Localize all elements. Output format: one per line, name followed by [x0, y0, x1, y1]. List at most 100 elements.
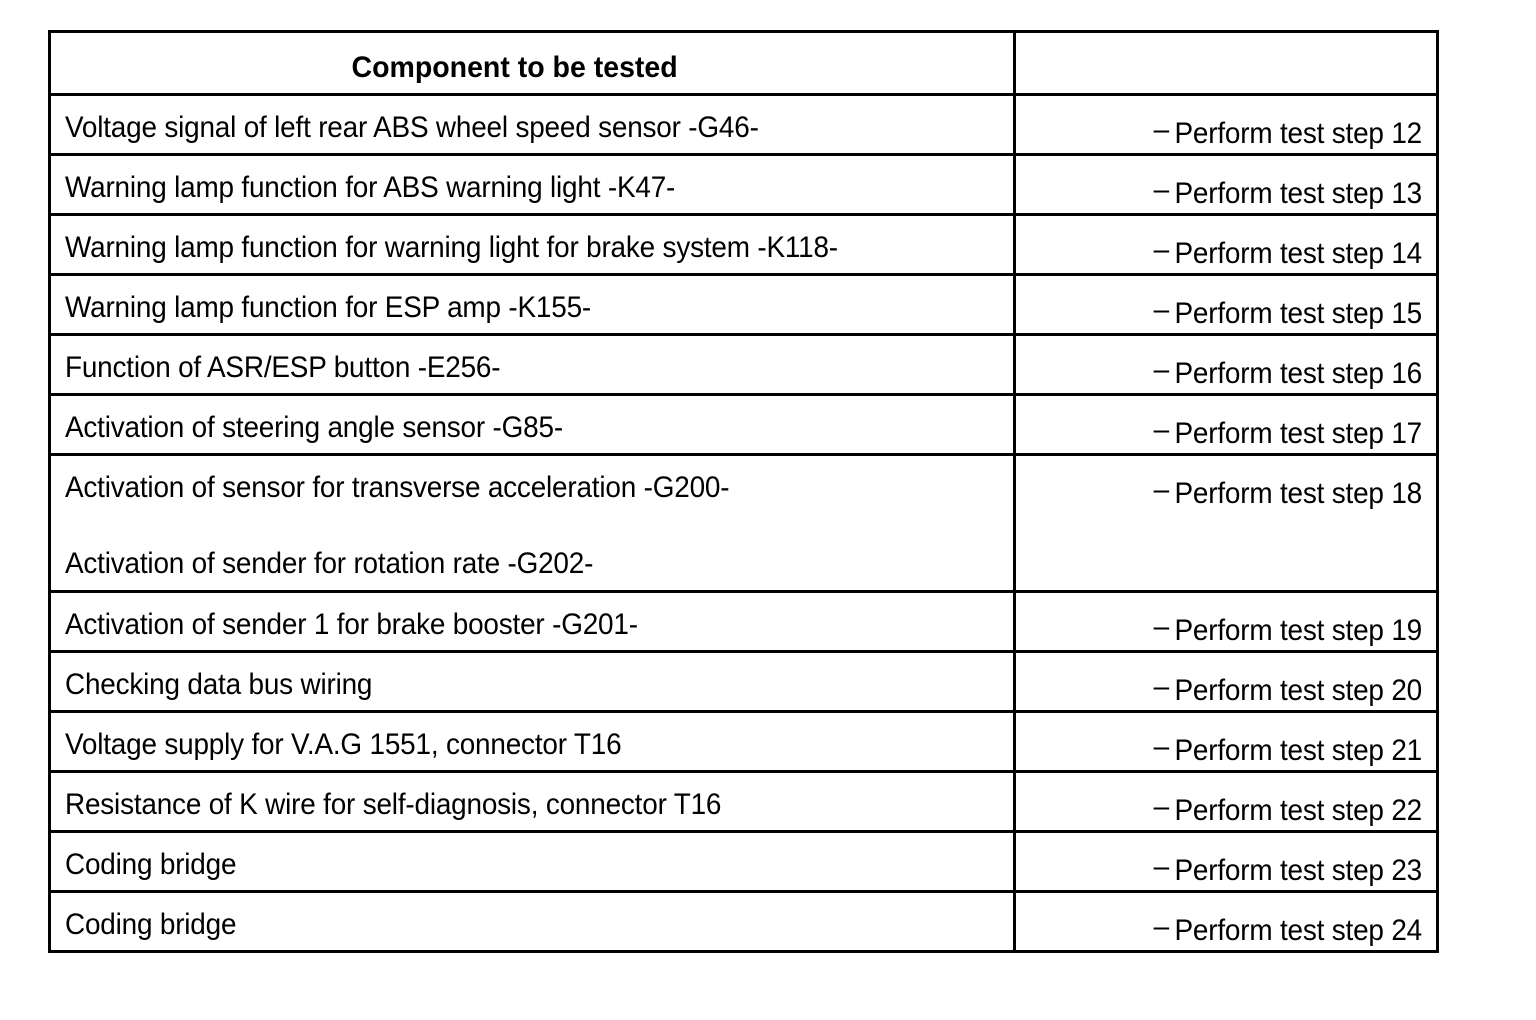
table-row: Warning lamp function for warning light … — [48, 213, 1439, 276]
component-cell-content: Resistance of K wire for self-diagnosis,… — [51, 773, 1013, 820]
cell-component: Voltage supply for V.A.G 1551, connector… — [48, 710, 1016, 773]
cell-component: Coding bridge — [48, 830, 1016, 893]
action-cell-content: –Perform test step 16 — [1016, 336, 1436, 389]
dash-bullet-icon: – — [1153, 910, 1170, 943]
component-text: Activation of sensor for transverse acce… — [65, 471, 730, 504]
header-label-action — [1016, 33, 1415, 53]
component-cell-content: Coding bridge — [51, 833, 1013, 880]
cell-component: Warning lamp function for ABS warning li… — [48, 153, 1016, 216]
dash-bullet-icon: – — [1153, 670, 1170, 703]
component-text: Activation of sender 1 for brake booster… — [65, 608, 638, 641]
cell-action: –Perform test step 13 — [1013, 153, 1439, 216]
component-text: Checking data bus wiring — [65, 668, 373, 701]
cell-component: Voltage signal of left rear ABS wheel sp… — [48, 93, 1016, 156]
action-text-wrapper: –Perform test step 12 — [1044, 113, 1423, 149]
table-row: Function of ASR/ESP button -E256- –Perfor… — [48, 333, 1439, 396]
action-text-wrapper: –Perform test step 21 — [1044, 732, 1423, 767]
dash-bullet-icon: – — [1153, 293, 1170, 326]
cell-component: Activation of sender 1 for brake booster… — [48, 590, 1016, 653]
dash-bullet-icon: – — [1153, 610, 1170, 643]
action-text: Perform test step 14 — [1174, 237, 1423, 270]
table-body: Voltage signal of left rear ABS wheel sp… — [48, 93, 1439, 953]
table-row: Voltage supply for V.A.G 1551, connector… — [48, 710, 1439, 773]
action-cell-content: –Perform test step 18 — [1016, 456, 1436, 509]
component-cell-content: Voltage signal of left rear ABS wheel sp… — [51, 96, 1013, 143]
component-text: Function of ASR/ESP button -E256- — [65, 351, 501, 384]
action-cell-content: –Perform test step 14 — [1016, 216, 1436, 269]
cell-action: –Perform test step 14 — [1013, 213, 1439, 276]
cell-action: –Perform test step 15 — [1013, 273, 1439, 336]
header-row: Component to be tested — [48, 30, 1439, 96]
action-cell-content: –Perform test step 22 — [1016, 773, 1436, 826]
component-test-table: Component to be tested Voltage signal of… — [48, 30, 1439, 953]
component-cell-content: Voltage supply for V.A.G 1551, connector… — [51, 713, 1013, 760]
table-header: Component to be tested — [48, 30, 1439, 96]
action-cell-content: –Perform test step 17 — [1016, 396, 1436, 449]
cell-action: –Perform test step 24 — [1013, 890, 1439, 953]
action-text: Perform test step 13 — [1174, 177, 1423, 210]
spec-table-wrapper: Component to be tested Voltage signal of… — [48, 30, 1439, 953]
action-text-wrapper: –Perform test step 15 — [1044, 293, 1423, 330]
action-cell-content: –Perform test step 24 — [1016, 893, 1436, 946]
cell-component: Function of ASR/ESP button -E256- — [48, 333, 1016, 396]
header-cell-component: Component to be tested — [48, 30, 1016, 96]
cell-action: –Perform test step 19 — [1013, 590, 1439, 653]
action-text: Perform test step 20 — [1174, 674, 1423, 707]
action-text: Perform test step 18 — [1174, 477, 1423, 510]
cell-action: –Perform test step 21 — [1013, 710, 1439, 773]
action-text-wrapper: –Perform test step 22 — [1044, 790, 1423, 826]
action-text-wrapper: –Perform test step 18 — [1044, 473, 1423, 510]
dash-bullet-icon: – — [1153, 790, 1170, 823]
component-text: Warning lamp function for ABS warning li… — [65, 171, 676, 204]
dash-bullet-icon: – — [1153, 233, 1170, 266]
table-row: Coding bridge–Perform test step 23 — [48, 830, 1439, 893]
action-cell-content: –Perform test step 15 — [1016, 276, 1436, 329]
action-text: Perform test step 15 — [1174, 297, 1423, 330]
header-label-component: Component to be tested — [351, 51, 678, 84]
action-text-wrapper: –Perform test step 24 — [1044, 910, 1423, 947]
component-cell-content: Function of ASR/ESP button -E256- — [51, 336, 1013, 383]
component-cell-content: Checking data bus wiring — [51, 653, 1013, 700]
action-text-wrapper: –Perform test step 20 — [1044, 670, 1423, 707]
cell-component: Coding bridge — [48, 890, 1016, 953]
action-cell-content: –Perform test step 23 — [1016, 833, 1436, 886]
cell-action: –Perform test step 12 — [1013, 93, 1439, 156]
dash-bullet-icon: – — [1153, 473, 1170, 506]
dash-bullet-icon: – — [1153, 113, 1170, 146]
table-row: Coding bridge –Perform test step 24 — [48, 890, 1439, 953]
component-cell-content: Activation of sensor for transverse acce… — [51, 456, 1013, 579]
cell-component: Checking data bus wiring — [48, 650, 1016, 713]
cell-component: Warning lamp function for warning light … — [48, 213, 1016, 276]
component-cell-content: Activation of sender 1 for brake booster… — [51, 593, 1013, 640]
component-cell-content: Warning lamp function for warning light … — [51, 216, 1013, 263]
component-text: Resistance of K wire for self-diagnosis,… — [65, 788, 722, 821]
dash-bullet-icon: – — [1153, 353, 1170, 386]
cell-component: Warning lamp function for ESP amp -K155- — [48, 273, 1016, 336]
action-cell-content: –Perform test step 20 — [1016, 653, 1436, 706]
dash-bullet-icon: – — [1153, 413, 1170, 446]
action-text: Perform test step 24 — [1174, 914, 1423, 947]
component-text: Coding bridge — [65, 908, 237, 941]
cell-action: –Perform test step 20 — [1013, 650, 1439, 713]
action-cell-content: –Perform test step 13 — [1016, 156, 1436, 209]
table-row: Resistance of K wire for self-diagnosis,… — [48, 770, 1439, 833]
table-row: Checking data bus wiring –Perform test st… — [48, 650, 1439, 713]
action-text: Perform test step 21 — [1174, 734, 1423, 767]
component-cell-content: Warning lamp function for ABS warning li… — [51, 156, 1013, 203]
component-text: Activation of steering angle sensor -G85… — [65, 411, 563, 444]
dash-bullet-icon: – — [1153, 850, 1170, 883]
cell-component: Resistance of K wire for self-diagnosis,… — [48, 770, 1016, 833]
component-text: Warning lamp function for ESP amp -K155- — [65, 291, 592, 324]
table-row: Voltage signal of left rear ABS wheel sp… — [48, 93, 1439, 156]
action-text-wrapper: –Perform test step 19 — [1044, 610, 1423, 646]
dash-bullet-icon: – — [1153, 173, 1170, 206]
action-text: Perform test step 16 — [1174, 357, 1423, 390]
action-cell-content: –Perform test step 12 — [1016, 96, 1436, 149]
cell-action: –Perform test step 16 — [1013, 333, 1439, 396]
action-text-wrapper: –Perform test step 17 — [1044, 413, 1423, 449]
cell-action: –Perform test step 17 — [1013, 393, 1439, 456]
action-text-wrapper: –Perform test step 13 — [1044, 173, 1423, 210]
cell-action: –Perform test step 22 — [1013, 770, 1439, 833]
table-row: Warning lamp function for ABS warning li… — [48, 153, 1439, 216]
cell-component: Activation of sensor for transverse acce… — [48, 453, 1016, 593]
